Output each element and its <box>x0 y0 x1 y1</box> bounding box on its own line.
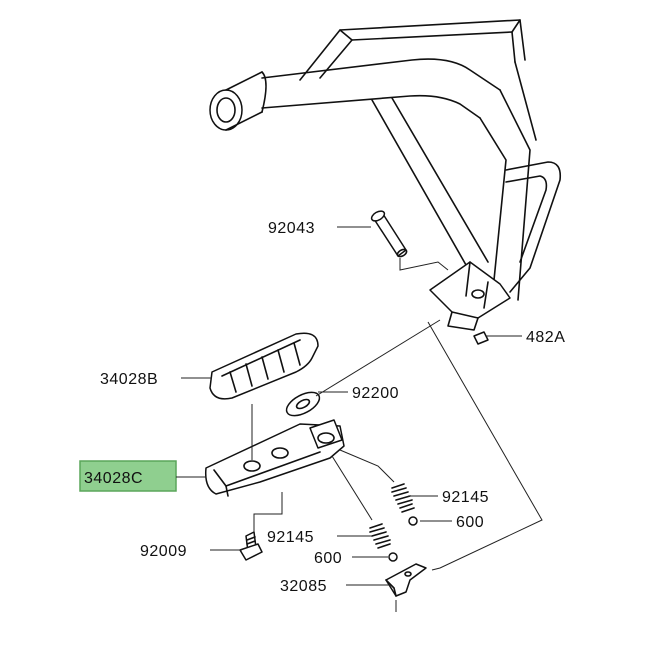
cotter-pin <box>473 331 489 345</box>
cross-tube-top <box>261 58 501 91</box>
footpeg-lip <box>225 485 229 497</box>
right-member-back <box>514 61 537 141</box>
frame-arch-outer <box>299 19 526 81</box>
bolt-head <box>239 543 263 561</box>
footpeg-body <box>204 423 345 495</box>
right-member-inner <box>479 117 507 281</box>
pivot-bracket-ribs <box>465 261 489 309</box>
pivot-pin <box>370 210 408 258</box>
label-600-left: 600 <box>314 550 342 567</box>
washer-ring <box>285 391 321 417</box>
label-34028B: 34028B <box>100 371 158 388</box>
footpeg-hole-a <box>243 460 261 472</box>
bolt <box>239 531 263 561</box>
down-member-b <box>391 97 489 263</box>
detent-ball-right <box>408 516 418 526</box>
pivot-bracket-lower <box>447 311 479 331</box>
guide-pin <box>399 258 449 271</box>
plate-hole <box>404 571 412 577</box>
pin-head <box>370 210 386 222</box>
label-482A: 482A <box>526 329 565 346</box>
guide-peg-spring-right <box>339 449 395 483</box>
assembly-lines <box>251 258 543 612</box>
washer-hole <box>295 398 311 410</box>
retainer-plate <box>385 563 427 597</box>
spring-left <box>369 523 391 549</box>
rubber-ribs <box>229 342 301 393</box>
side-loop-outer <box>505 161 562 293</box>
tube-sleeve-end <box>261 71 267 113</box>
footpeg-knuckle <box>309 419 343 449</box>
right-member-outer <box>499 89 531 301</box>
label-92145-left: 92145 <box>267 529 314 546</box>
side-loop-inner <box>505 175 548 263</box>
label-600-right: 600 <box>456 514 484 531</box>
spring-left-coils <box>369 523 391 549</box>
pin-tip <box>396 248 408 258</box>
highlight-box <box>79 460 177 492</box>
footpeg-pivot-bore <box>317 432 335 444</box>
guide-bracket-plate <box>427 321 543 571</box>
part-labels: 92043 482A 34028B 92200 34028C 92145 600… <box>84 220 565 595</box>
detent-ball-left <box>388 552 398 562</box>
frame-arch-inner <box>319 31 516 79</box>
label-92145-right: 92145 <box>442 489 489 506</box>
down-member-a <box>371 99 471 273</box>
plate-body <box>385 563 427 597</box>
guide-washer-bracket <box>315 319 441 397</box>
label-34028C: 34028C <box>84 470 143 487</box>
leader-lines <box>176 226 522 586</box>
tube-sleeve <box>225 71 263 131</box>
rubber-ridge <box>221 339 301 377</box>
plate-fold <box>385 579 397 597</box>
bolt-thread <box>246 536 256 545</box>
label-92043: 92043 <box>268 220 315 237</box>
cotter-pin-body <box>473 331 489 345</box>
footpeg <box>204 419 345 497</box>
cross-tube-bottom <box>261 94 481 119</box>
pivot-bracket <box>429 261 511 319</box>
label-32085: 32085 <box>280 578 327 595</box>
pivot-hole <box>471 289 485 299</box>
washer <box>285 391 321 417</box>
frame-bracket <box>209 19 562 331</box>
frame-arch-join <box>339 19 521 41</box>
spring-right <box>391 483 415 513</box>
guide-peg-spring-left <box>331 455 373 521</box>
footpeg-rubber <box>209 332 319 400</box>
tube-end-inner <box>216 97 236 123</box>
label-92009: 92009 <box>140 543 187 560</box>
spring-right-coils <box>391 483 415 513</box>
guide-peg-bolt <box>253 492 283 532</box>
label-92200: 92200 <box>352 385 399 402</box>
footpeg-hole-b <box>271 447 289 459</box>
